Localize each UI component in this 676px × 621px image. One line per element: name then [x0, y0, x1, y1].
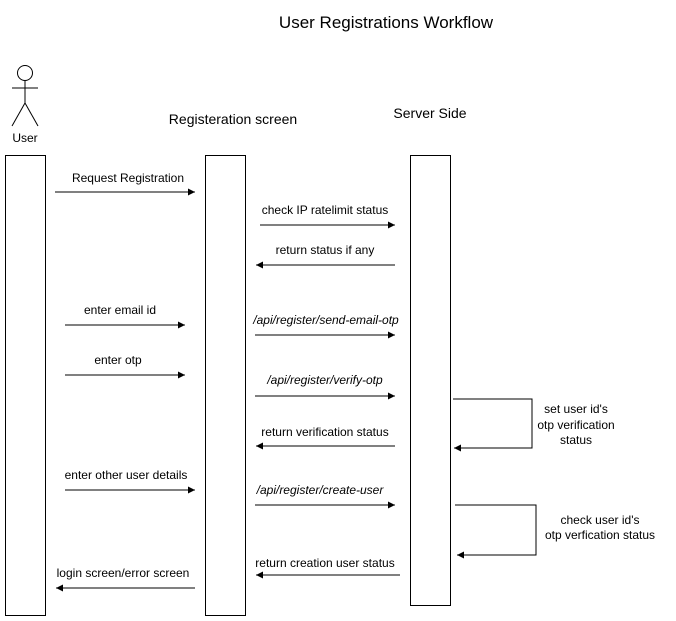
message-label: enter other user details	[64, 468, 188, 482]
self-call-label: otp verification	[537, 418, 615, 432]
message-label: return status if any	[275, 243, 375, 257]
message-label: return verification status	[261, 425, 389, 439]
user-lifeline	[5, 155, 46, 616]
actor-label: User	[12, 131, 38, 145]
message-label: /api/register/verify-otp	[267, 373, 383, 387]
message-label: return creation user status	[255, 556, 395, 570]
lane-label-screen: Registeration screen	[168, 111, 298, 127]
screen-lifeline	[205, 155, 246, 616]
message-label: enter otp	[94, 353, 142, 367]
message-label: /api/register/send-email-otp	[253, 313, 399, 327]
self-call-set-otp-status	[453, 398, 533, 452]
message-label: check IP ratelimit status	[261, 203, 389, 217]
self-call-label: status	[559, 433, 593, 447]
user-actor-icon	[11, 65, 39, 127]
lane-label-server: Server Side	[393, 105, 467, 121]
message-label: Request Registration	[71, 171, 185, 185]
self-call-label: set user id's	[544, 402, 608, 416]
message-label: enter email id	[83, 303, 157, 317]
server-lifeline	[410, 155, 451, 606]
message-label: /api/register/create-user	[256, 483, 384, 497]
self-call-check-otp-status	[455, 504, 537, 559]
diagram-title: User Registrations Workflow	[278, 13, 494, 32]
message-label: login screen/error screen	[56, 566, 190, 580]
self-call-label: otp verfication status	[544, 528, 656, 542]
self-call-label: check user id's	[560, 513, 640, 527]
